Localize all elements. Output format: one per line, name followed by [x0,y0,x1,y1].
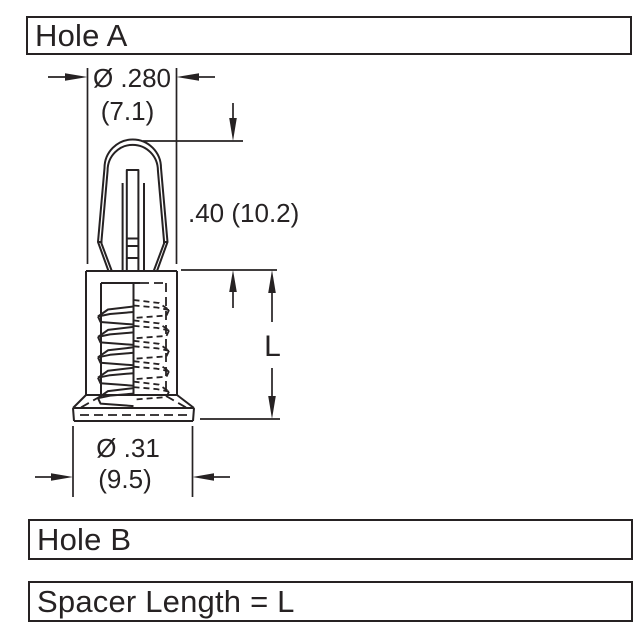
dim-tip-height: .40 (10.2) [143,103,299,308]
arrowhead-down-icon [229,118,237,141]
barb-right-hidden [132,299,170,319]
slot-cross-lines [126,237,139,247]
arrowhead-down-icon [268,396,276,419]
dim-top-diameter-inch: Ø .280 [93,63,171,93]
hole-a-label: Hole A [35,17,128,53]
tip-inner-profile [100,143,166,272]
dim-base-diameter-mm: (9.5) [98,464,151,494]
arrowhead-up-icon [229,270,237,292]
barb-right-hidden [132,360,170,381]
spacer-length-label-box: Spacer Length = L [28,581,633,622]
dim-base-diameter: Ø .31 (9.5) [35,426,230,497]
slot-wing-lines [121,183,145,271]
hole-a-label-box: Hole A [26,16,632,55]
flange-side-edges [72,407,195,422]
barb-left [97,346,135,367]
arrowhead-up-icon [268,270,276,293]
arrowhead-left-icon [176,73,199,81]
dim-tip-height-value: .40 (10.2) [188,198,299,228]
spacer-body [85,270,178,396]
barb-left [97,387,135,408]
hole-b-label: Hole B [37,521,132,557]
body-outline [85,270,178,396]
hole-b-label-box: Hole B [28,519,633,560]
arrowhead-right-icon [65,73,88,81]
tip-leg-lines [125,258,140,271]
center-slot [125,169,140,259]
barb-left [97,366,135,387]
dim-spacer-length: L [200,270,281,420]
dim-top-diameter-mm: (7.1) [101,96,154,126]
tip-outer-profile [97,138,169,272]
dim-base-diameter-inch: Ø .31 [96,433,160,463]
barb-right-hidden [132,319,170,340]
barb-left [97,325,135,346]
dim-length-label: L [264,330,281,363]
dim-top-diameter: Ø .280 (7.1) [48,63,215,264]
flare-edges [72,394,195,409]
snap-tip [97,138,169,272]
spacer-length-label: Spacer Length = L [37,583,295,619]
arrowhead-right-icon [51,473,73,481]
flare-hidden-edges [79,395,188,409]
barb-right-hidden [132,339,170,360]
arrowhead-left-icon [192,473,214,481]
base-flange [72,394,195,422]
barb-right-hidden [132,380,170,401]
barb-left [97,305,135,326]
